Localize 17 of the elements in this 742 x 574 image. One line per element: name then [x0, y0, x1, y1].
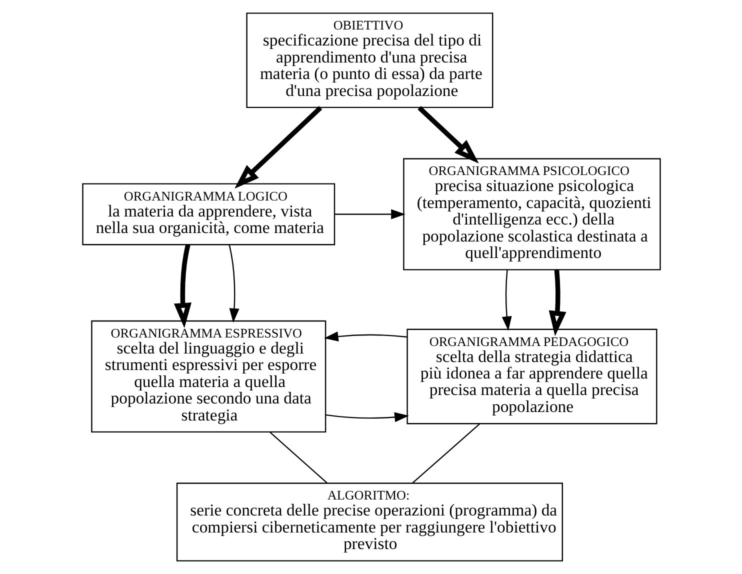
arrow: [228, 244, 239, 323]
node-box: ORGANIGRAMMA ESPRESSIVO scelta del linguaggio e degli strumenti espressivi per esporre quella materia a quella popolazione secondo una data strategia: [90, 320, 326, 433]
node-box: ALGORITMO: serie concreta delle precise operazioni (programma) da compiersi ciberneticamente per raggiungere l'obiettivo previsto: [176, 482, 562, 562]
arrow: [173, 244, 191, 328]
arrow: [323, 332, 407, 342]
arrow: [548, 270, 566, 336]
node-box: ORGANIGRAMMA PEDAGOGICO scelta della strategia didattica più idonea a far apprendere quella precisa materia a quella precisa popolazione: [406, 328, 657, 424]
node-box: ORGANIGRAMMA LOGICO la materia da apprendere, vista nella sua organicità, come materia: [82, 183, 335, 246]
arrow: [325, 412, 408, 422]
arrow: [501, 270, 512, 331]
arrow: [234, 106, 322, 189]
node-box: ORGANIGRAMMA PSICOLOGICO precisa situazione psicologica (temperamento, capacità, quozienti d'intelligenza ecc.) della popolazione scolastica destinata a quell'apprendimento: [402, 158, 660, 270]
connector: [412, 423, 480, 484]
arrow: [417, 106, 478, 164]
node-box: OBIETTIVO specificazione precisa del tipo di apprendimento d'una precisa materia (o punto di essa) da parte d'una precisa popolazione: [246, 12, 493, 108]
connector: [269, 432, 327, 484]
arrow: [334, 209, 405, 220]
